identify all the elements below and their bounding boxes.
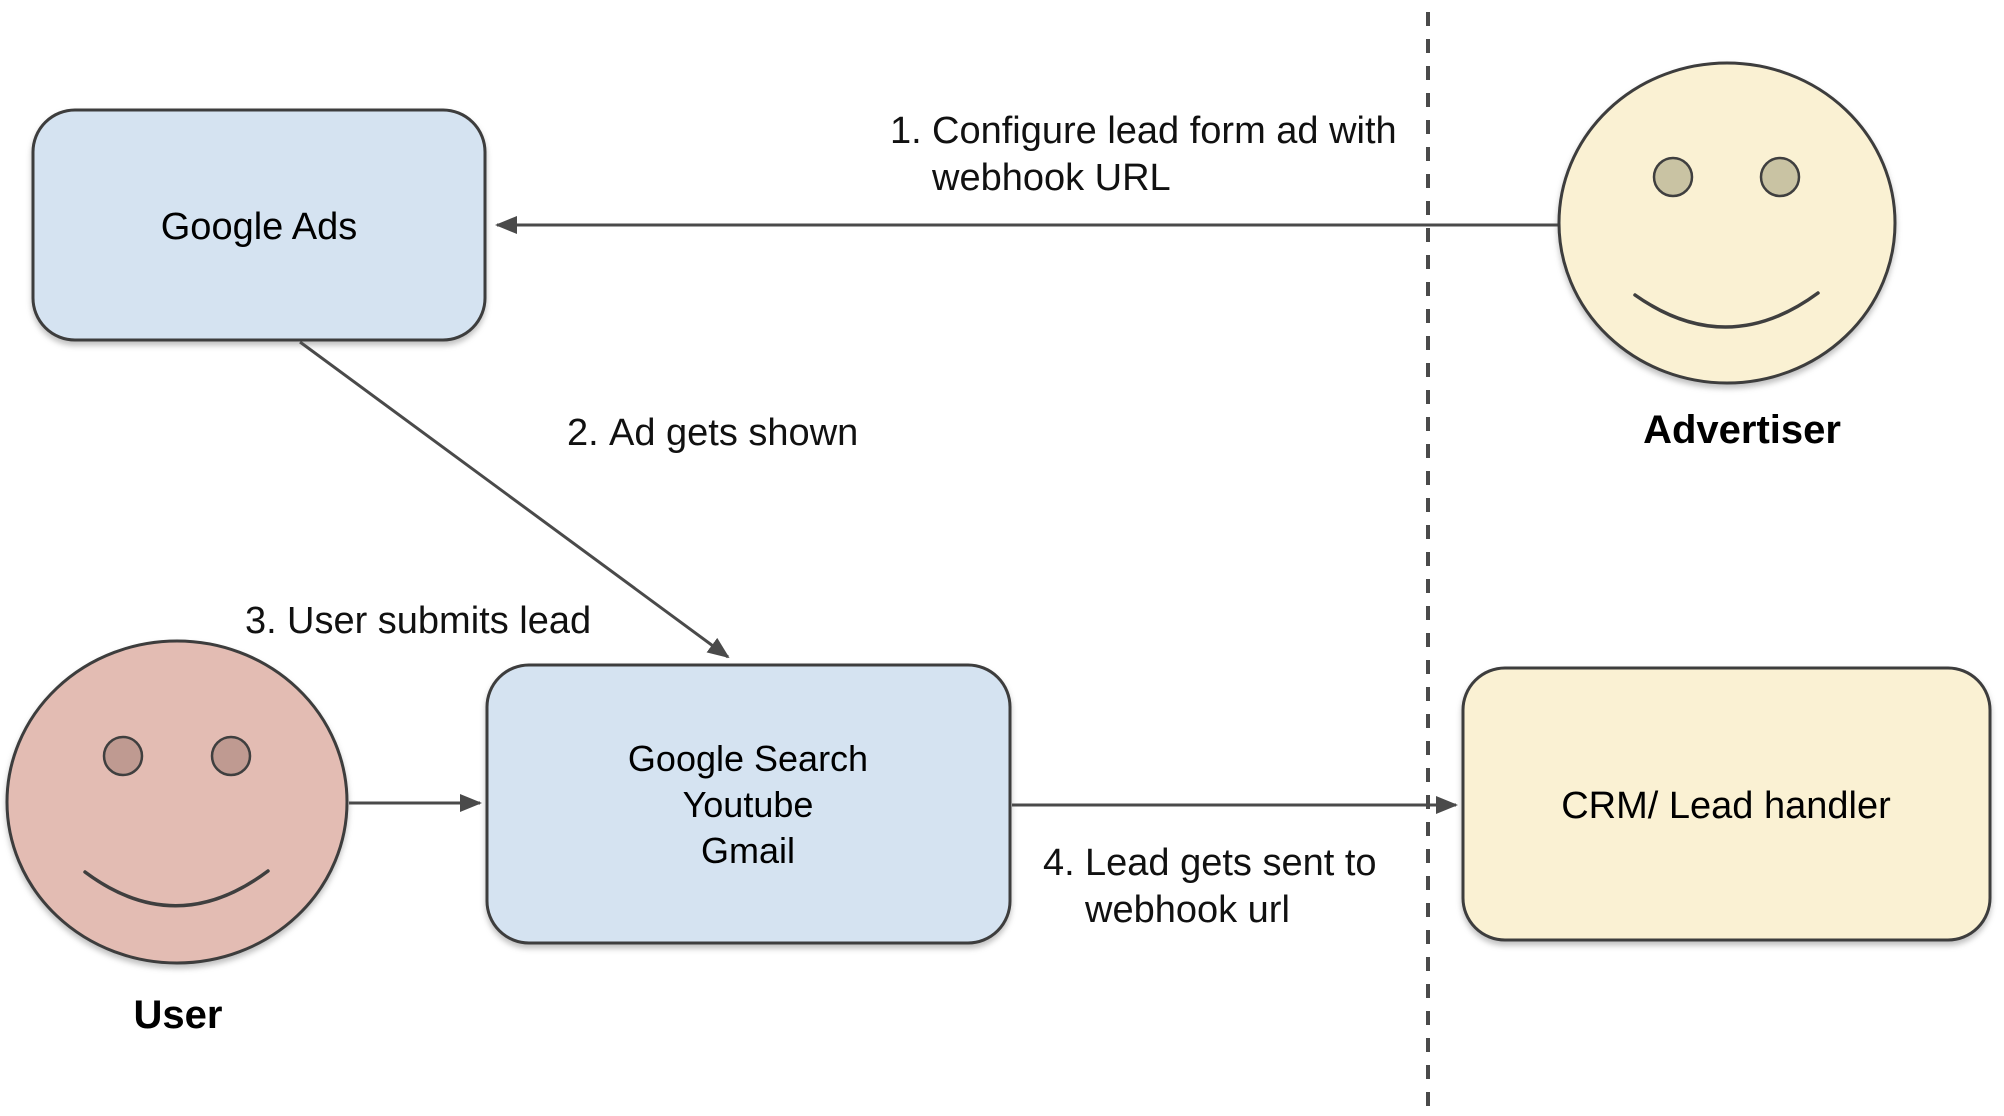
user-left-eye-icon	[102, 735, 144, 777]
user-label: User	[134, 993, 223, 1037]
user-right-eye-icon	[210, 735, 252, 777]
arrow-ad-gets-shown	[299, 340, 730, 659]
advertiser-face	[1557, 61, 1897, 385]
step1-number: 1.	[890, 110, 922, 152]
user-face	[5, 639, 349, 965]
advertiser-right-eye-icon	[1759, 156, 1801, 198]
step2-text: Ad gets shown	[609, 412, 858, 454]
step3-annotation: 3. User submits lead	[245, 600, 591, 642]
google-ads-label: Google Ads	[161, 206, 357, 248]
step2-number: 2.	[567, 412, 599, 454]
google-surfaces-label-line3: Gmail	[701, 830, 795, 871]
google-surfaces-node: Google Search Youtube Gmail	[485, 663, 1012, 945]
advertiser-label: Advertiser	[1643, 408, 1841, 452]
crm-lead-handler-node: CRM/ Lead handler	[1461, 666, 1992, 942]
step4-annotation: 4. Lead gets sent to webhook url	[1043, 842, 1377, 931]
user-smile-icon	[83, 869, 270, 908]
step1-annotation: 1. Configure lead form ad with webhook U…	[890, 110, 1397, 199]
step2-annotation: 2. Ad gets shown	[567, 412, 858, 454]
user-actor: User	[5, 639, 349, 1037]
google-surfaces-label-line1: Google Search	[628, 738, 868, 779]
step4-number: 4.	[1043, 842, 1075, 884]
advertiser-actor: Advertiser	[1557, 61, 1897, 452]
google-ads-box	[31, 108, 487, 342]
advertiser-left-eye-icon	[1652, 156, 1694, 198]
step4-text-line2: webhook url	[1084, 889, 1290, 931]
step1-text-line1: Configure lead form ad with	[932, 110, 1397, 152]
google-surfaces-box	[485, 663, 1012, 945]
step3-text: User submits lead	[287, 600, 591, 642]
step1-text-line2: webhook URL	[931, 157, 1171, 199]
crm-box	[1461, 666, 1992, 942]
google-ads-node: Google Ads	[31, 108, 487, 342]
step3-number: 3.	[245, 600, 277, 642]
google-surfaces-label-line2: Youtube	[683, 784, 814, 825]
advertiser-smile-icon	[1633, 291, 1820, 329]
step4-text-line1: Lead gets sent to	[1085, 842, 1377, 884]
crm-label: CRM/ Lead handler	[1561, 785, 1891, 827]
